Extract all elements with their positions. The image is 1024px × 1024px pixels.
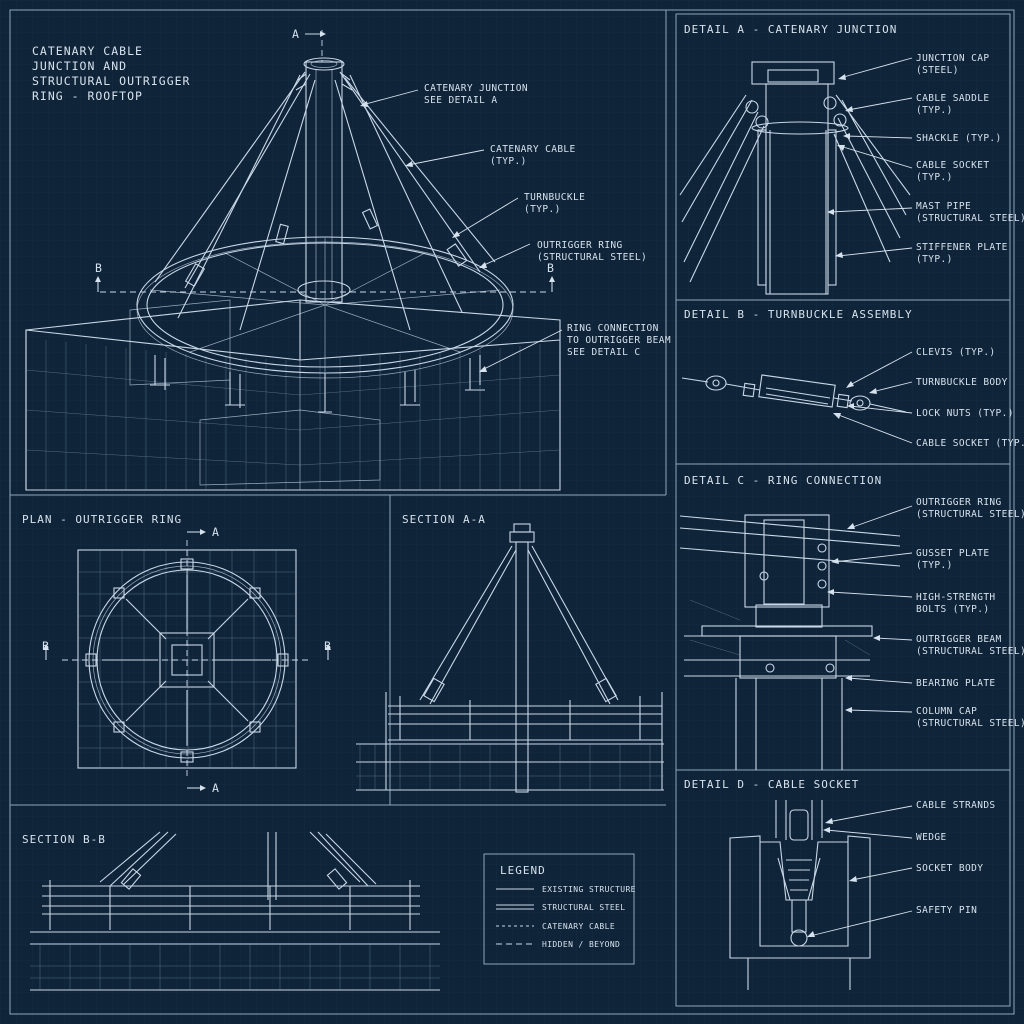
main-label-4-l1: OUTRIGGER RING: [537, 240, 623, 251]
main-label-2-l1: CATENARY CABLE: [490, 144, 576, 155]
plan-mark-b-left: B: [42, 639, 50, 653]
detail-a-title: DETAIL A - CATENARY JUNCTION: [684, 23, 897, 36]
plan-view: PLAN - OUTRIGGER RING A A B B: [22, 513, 332, 795]
detail-c-label-2-l1: GUSSET PLATE: [916, 548, 989, 559]
detail-c: DETAIL C - RING CONNECTION OUTRIGGER RIN…: [679, 474, 1024, 770]
detail-d-label-1: CABLE STRANDS: [916, 800, 996, 811]
detail-b-label-3: LOCK NUTS (TYP.): [916, 408, 1014, 419]
section-b-b: SECTION B-B: [22, 831, 440, 991]
detail-d-label-2: WEDGE: [916, 832, 947, 843]
detail-a-label-6-l1: STIFFENER PLATE: [916, 242, 1008, 253]
detail-a-label-6-l2: (TYP.): [916, 254, 953, 265]
main-label-4-l2: (STRUCTURAL STEEL): [537, 252, 647, 263]
legend-item-1: EXISTING STRUCTURE: [542, 885, 636, 894]
detail-d-label-3: SOCKET BODY: [916, 863, 983, 874]
detail-b-label-1: CLEVIS (TYP.): [916, 347, 996, 358]
main-mark-b-right: B: [547, 261, 555, 275]
main-leaders: [360, 89, 563, 372]
detail-a-label-2-l2: (TYP.): [916, 105, 953, 116]
detail-a-label-1-l1: JUNCTION CAP: [916, 53, 989, 64]
detail-c-label-5: BEARING PLATE: [916, 678, 996, 689]
main-view: CATENARY CABLE JUNCTION AND STRUCTURAL O…: [25, 27, 671, 491]
detail-a-label-4-l2: (TYP.): [916, 172, 953, 183]
detail-c-label-1-l2: (STRUCTURAL STEEL): [916, 509, 1024, 520]
detail-c-label-1-l1: OUTRIGGER RING: [916, 497, 1002, 508]
sheet-frames: [9, 9, 1015, 1015]
detail-b-label-2: TURNBUCKLE BODY: [916, 377, 1008, 388]
section-bb-title: SECTION B-B: [22, 833, 106, 846]
detail-c-label-6-l1: COLUMN CAP: [916, 706, 977, 717]
main-mark-a: A: [292, 27, 300, 41]
detail-c-label-3-l2: BOLTS (TYP.): [916, 604, 989, 615]
section-a-a: SECTION A-A: [356, 513, 664, 793]
detail-a-label-2-l1: CABLE SADDLE: [916, 93, 989, 104]
detail-b-label-4: CABLE SOCKET (TYP.): [916, 438, 1024, 449]
detail-a-label-5-l1: MAST PIPE: [916, 201, 971, 212]
section-aa-title: SECTION A-A: [402, 513, 486, 526]
legend-item-4: HIDDEN / BEYOND: [542, 940, 620, 949]
detail-a-label-1-l2: (STEEL): [916, 65, 959, 76]
main-label-3-l2: (TYP.): [524, 204, 561, 215]
plan-mark-a-top: A: [212, 525, 220, 539]
detail-d-title: DETAIL D - CABLE SOCKET: [684, 778, 859, 791]
outrigger-ring: [136, 236, 514, 413]
main-title-line-2: JUNCTION AND: [32, 59, 127, 73]
main-title-line-4: RING - ROOFTOP: [32, 89, 143, 103]
main-label-5-l1: RING CONNECTION: [567, 323, 659, 334]
main-title-line-1: CATENARY CABLE: [32, 44, 143, 58]
mast: [295, 57, 353, 303]
detail-b-title: DETAIL B - TURNBUCKLE ASSEMBLY: [684, 308, 913, 321]
detail-c-label-6-l2: (STRUCTURAL STEEL): [916, 718, 1024, 729]
main-label-3-l1: TURNBUCKLE: [524, 192, 585, 203]
main-label-1-l1: CATENARY JUNCTION: [424, 83, 528, 94]
legend-swatch-double: [496, 904, 534, 910]
plan-mark-b-right: B: [324, 639, 332, 653]
detail-c-label-4-l1: OUTRIGGER BEAM: [916, 634, 1002, 645]
detail-d: DETAIL D - CABLE SOCKET CABLE STRANDS WE…: [684, 778, 996, 990]
detail-a-label-3-l1: SHACKLE (TYP.): [916, 133, 1002, 144]
detail-c-title: DETAIL C - RING CONNECTION: [684, 474, 882, 487]
detail-a-label-5-l2: (STRUCTURAL STEEL): [916, 213, 1024, 224]
detail-a-label-4-l1: CABLE SOCKET: [916, 160, 989, 171]
main-mark-b-left: B: [95, 261, 103, 275]
legend: LEGEND EXISTING STRUCTURE STRUCTURAL STE…: [483, 853, 636, 965]
detail-a: DETAIL A - CATENARY JUNCTION JUNCTION CA…: [679, 23, 1024, 295]
detail-c-label-3-l1: HIGH-STRENGTH: [916, 592, 996, 603]
legend-title: LEGEND: [500, 864, 546, 877]
detail-b: DETAIL B - TURNBUCKLE ASSEMBLY CLEVIS (T…: [681, 308, 1024, 449]
main-label-2-l2: (TYP.): [490, 156, 527, 167]
main-label-1-l2: SEE DETAIL A: [424, 95, 497, 106]
plan-title: PLAN - OUTRIGGER RING: [22, 513, 182, 526]
detail-c-label-2-l2: (TYP.): [916, 560, 953, 571]
plan-mark-a-bottom: A: [212, 781, 220, 795]
main-label-5-l2: TO OUTRIGGER BEAM: [567, 335, 671, 346]
legend-item-3: CATENARY CABLE: [542, 922, 615, 931]
main-title-line-3: STRUCTURAL OUTRIGGER: [32, 74, 190, 88]
detail-c-label-4-l2: (STRUCTURAL STEEL): [916, 646, 1024, 657]
main-label-5-l3: SEE DETAIL C: [567, 347, 640, 358]
detail-d-label-4: SAFETY PIN: [916, 905, 977, 916]
legend-item-2: STRUCTURAL STEEL: [542, 903, 625, 912]
